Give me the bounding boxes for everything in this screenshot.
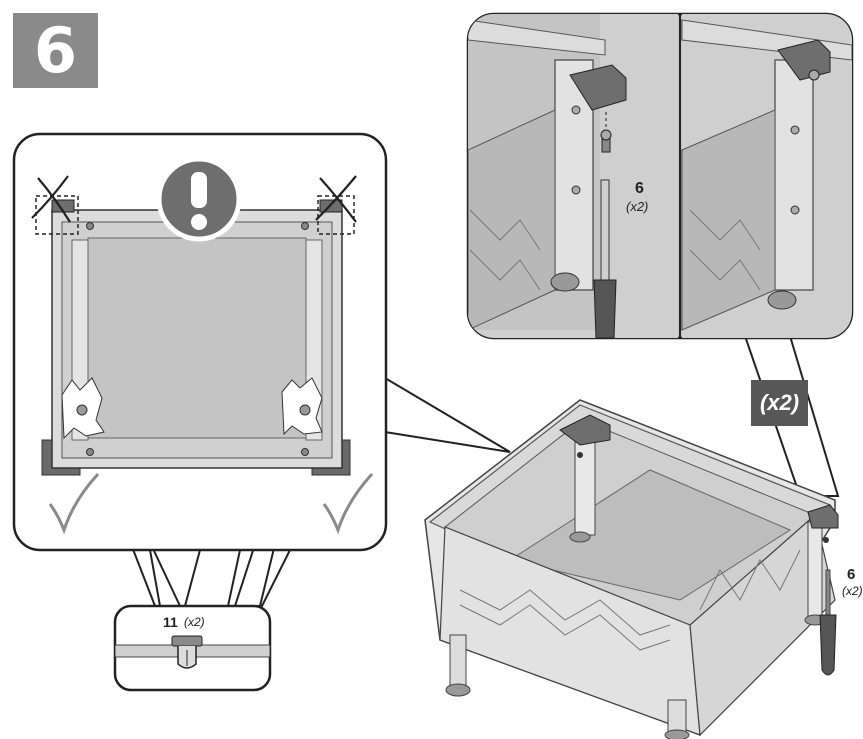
top-callout-part-number: 6 [635,180,644,197]
small-callout-panel [113,604,272,692]
top-callout-panel [466,12,854,340]
step-number-badge: 6 [13,13,98,88]
left-callout-panel [12,132,388,552]
cross-mark-icon [315,175,357,223]
left-callout-tail [384,376,511,453]
check-mark-icon [322,472,374,535]
small-callout-quantity: (x2) [184,615,205,629]
cross-mark-icon [31,175,71,223]
top-callout-quantity: (x2) [626,199,649,214]
check-mark-icon [48,472,100,535]
main-quantity-partial: (x2) [842,584,863,598]
cabinet-main-view [424,399,839,739]
exclamation-icon [156,156,242,242]
main-part-number-partial: 6 [847,566,856,583]
small-callout-part-number: 11 [163,614,178,630]
repeat-quantity-badge: (x2) [751,380,808,426]
